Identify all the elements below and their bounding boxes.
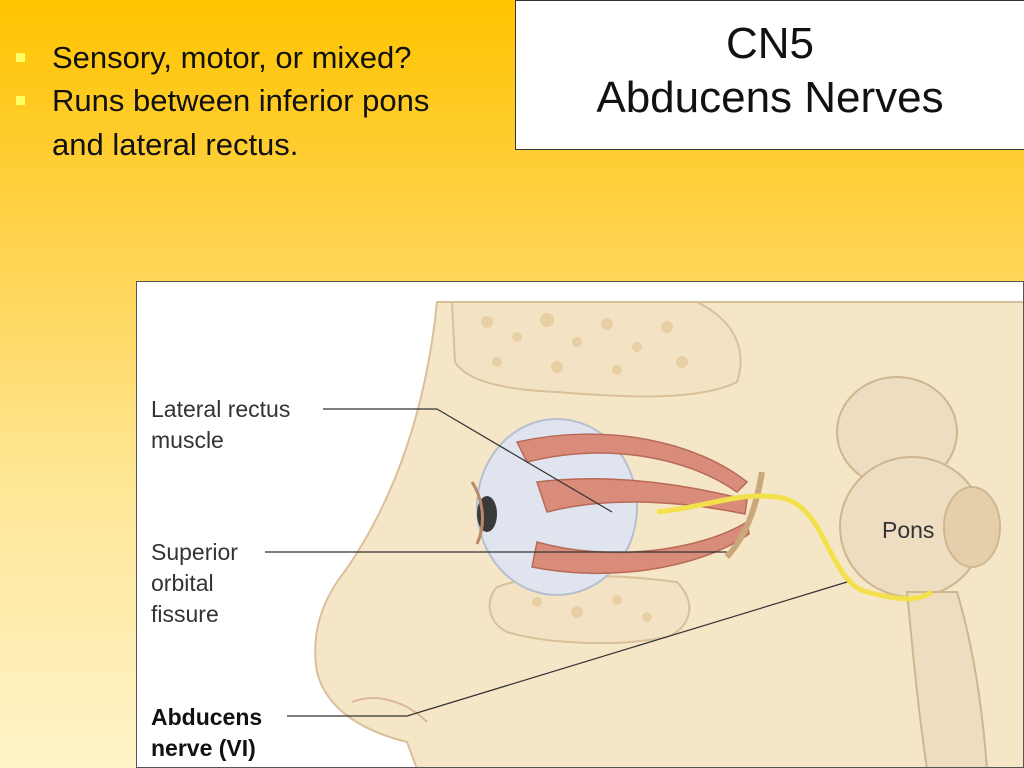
- anatomy-figure: Lateral rectus muscle Superior orbital f…: [136, 281, 1024, 768]
- leader-line-lateral-rectus-2: [436, 408, 613, 513]
- pons-lobe: [943, 486, 1001, 568]
- bone-texture: [481, 313, 688, 375]
- superior-muscle: [515, 433, 749, 493]
- nostril: [351, 697, 428, 723]
- label-text: Abducens: [151, 704, 263, 730]
- slide-title-box: CN5 Abducens Nerves: [515, 0, 1024, 150]
- slide-title-line-2: Abducens Nerves: [596, 72, 944, 122]
- bullet-text: Sensory, motor, or mixed?: [52, 40, 412, 75]
- anatomy-illustration: [265, 301, 1023, 767]
- label-abducens-nerve: Abducens nerve (VI): [151, 702, 262, 764]
- label-text: muscle: [151, 427, 224, 454]
- bullet-square-icon: [16, 96, 25, 106]
- frontal-bone: [450, 301, 742, 398]
- label-text: fissure: [151, 601, 219, 628]
- label-text: nerve (VI): [151, 735, 256, 762]
- label-lateral-rectus: Lateral rectus muscle: [151, 394, 290, 456]
- bullet-text: Runs between inferior pons and lateral r…: [52, 83, 430, 162]
- bullet-item: Runs between inferior pons and lateral r…: [14, 79, 484, 166]
- orbital-fissure: [724, 471, 765, 559]
- label-superior-orbital-fissure: Superior orbital fissure: [151, 537, 238, 630]
- slide-title-line-1: CN5: [725, 19, 815, 68]
- medulla: [905, 591, 988, 767]
- label-text: Lateral rectus: [151, 396, 291, 422]
- leader-line-abducens-2: [406, 581, 848, 717]
- label-pons: Pons: [882, 517, 935, 543]
- label-text: orbital: [151, 570, 214, 597]
- bullet-square-icon: [16, 53, 25, 62]
- abducens-nerve-path: [656, 493, 934, 602]
- eyelid: [470, 481, 484, 545]
- bullet-item: Sensory, motor, or mixed?: [14, 36, 484, 79]
- label-text: Superior: [151, 539, 238, 565]
- bullet-list: Sensory, motor, or mixed? Runs between i…: [14, 36, 484, 166]
